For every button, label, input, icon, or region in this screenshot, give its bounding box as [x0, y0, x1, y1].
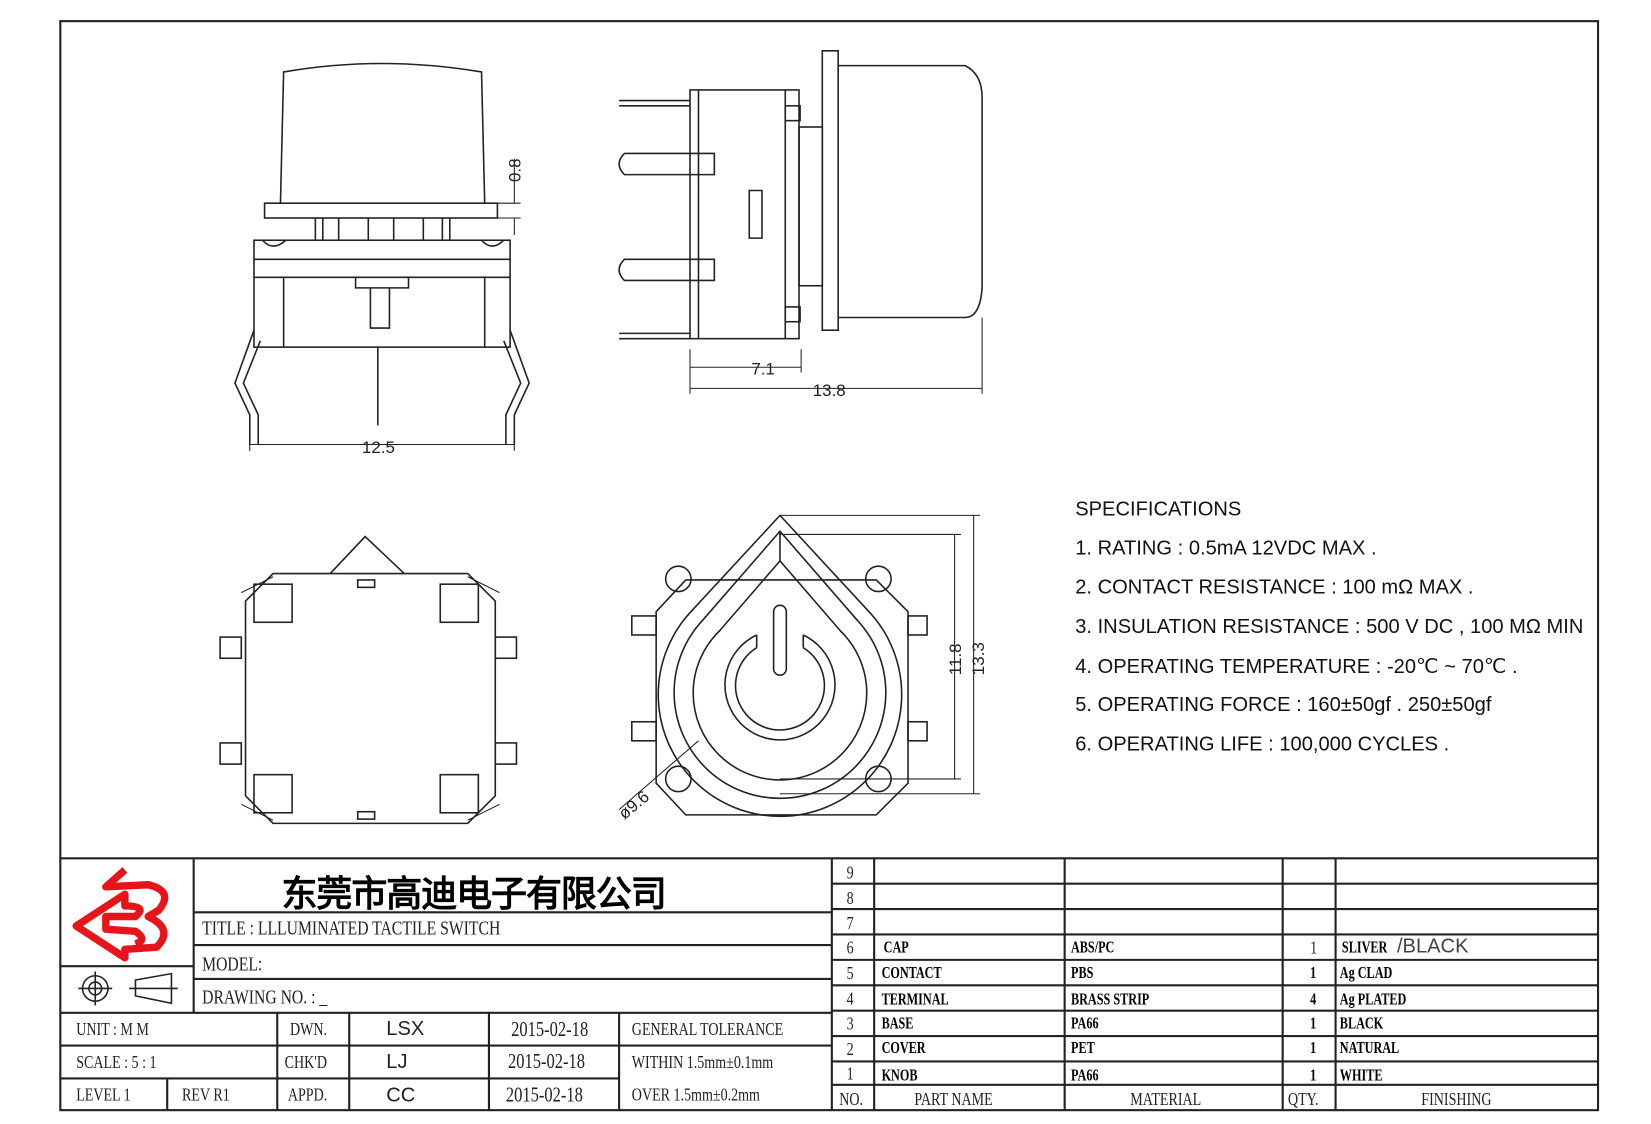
spec-item: 2. CONTACT RESISTANCE : 100 mΩ MAX .	[1075, 576, 1474, 599]
drawn-date: 2015-02-18	[511, 1018, 589, 1042]
checked-date: 2015-02-18	[507, 1049, 586, 1074]
material: PA66	[1070, 1066, 1099, 1085]
company-logo	[72, 867, 169, 962]
projection-symbol-icon	[78, 971, 178, 1006]
header-part-name: PART NAME	[914, 1088, 993, 1110]
finishing: NATURAL	[1339, 1039, 1400, 1058]
dim-diameter: ø9.6	[615, 787, 653, 823]
specifications-heading: SPECIFICATIONS	[1075, 498, 1242, 521]
rev-field: REV R1	[182, 1084, 230, 1105]
row-no: 3	[846, 1013, 854, 1034]
row-no: 7	[846, 913, 854, 934]
dim-front-width: 12.5	[362, 438, 395, 457]
tolerance-label: GENERAL TOLERANCE	[631, 1019, 784, 1040]
finishing: Ag CLAD	[1339, 964, 1393, 983]
company-name: 东莞市高迪电子有限公司	[281, 873, 667, 916]
dim-side-body: 7.1	[751, 360, 775, 379]
spec-item: 3. INSULATION RESISTANCE : 500 V DC , 10…	[1075, 615, 1584, 639]
dim-side-total: 13.8	[813, 381, 846, 400]
title-block-grid	[60, 857, 1599, 1111]
header-finishing: FINISHING	[1421, 1088, 1492, 1110]
dim-top-inner: 11.8	[946, 644, 965, 676]
row-no: 1	[846, 1063, 854, 1084]
tolerance-over: OVER 1.5mm±0.2mm	[631, 1084, 760, 1105]
quantity: 1	[1310, 1014, 1317, 1033]
header-qty: QTY.	[1287, 1088, 1319, 1110]
checked-label: CHK'D	[284, 1051, 327, 1073]
spec-item: 5. OPERATING FORCE : 160±50gf . 250±50gf	[1075, 694, 1492, 717]
spec-item: 1. RATING : 0.5mA 12VDC MAX .	[1075, 537, 1377, 560]
scale-field: SCALE : 5 : 1	[76, 1051, 157, 1073]
approved-date: 2015-02-18	[505, 1083, 583, 1107]
row-no: 4	[846, 988, 854, 1009]
finishing: WHITE	[1339, 1066, 1383, 1085]
finishing: Ag PLATED	[1339, 990, 1407, 1009]
part-name: KNOB	[881, 1066, 918, 1085]
level-field: LEVEL 1	[76, 1084, 131, 1105]
approved-by: CC	[386, 1084, 416, 1107]
material: BRASS STRIP	[1070, 990, 1150, 1009]
tolerance-within: WITHIN 1.5mm±0.1mm	[631, 1051, 774, 1073]
finishing: SLIVER	[1341, 938, 1388, 957]
quantity: 1	[1310, 1039, 1317, 1058]
unit-field: UNIT : M M	[76, 1019, 149, 1040]
drawing-number-field: DRAWING NO. : _	[202, 986, 328, 1009]
side-view: 7.1 13.8	[618, 50, 983, 400]
approved-label: APPD.	[287, 1084, 328, 1105]
checked-by: LJ	[386, 1050, 408, 1074]
part-name: COVER	[881, 1039, 926, 1058]
drawing-title: TITLE : LLLUMINATED TACTILE SWITCH	[202, 917, 501, 940]
spec-item: 6. OPERATING LIFE : 100,000 CYCLES .	[1075, 733, 1450, 756]
material: PET	[1070, 1039, 1095, 1058]
drawn-label: DWN.	[289, 1019, 328, 1040]
sheet-border	[59, 20, 1600, 1112]
part-name: CAP	[883, 938, 909, 957]
row-no: 6	[846, 937, 854, 958]
header-material: MATERIAL	[1130, 1088, 1202, 1110]
dim-flange-gap: 0.8	[506, 158, 525, 182]
part-name: BASE	[881, 1014, 914, 1033]
part-name: TERMINAL	[881, 990, 949, 1009]
finishing: BLACK	[1339, 1014, 1384, 1033]
bottom-view	[219, 535, 518, 825]
dim-top-outer: 13.3	[969, 642, 988, 675]
material: PBS	[1070, 964, 1094, 983]
spec-item: 4. OPERATING TEMPERATURE : -20℃ ~ 70℃ .	[1075, 656, 1518, 679]
material: ABS/PC	[1070, 938, 1115, 957]
row-no: 9	[846, 862, 854, 883]
quantity: 1	[1310, 964, 1317, 983]
quantity: 1	[1310, 1066, 1317, 1085]
front-view: 12.5 0.8	[234, 62, 531, 457]
row-no: 5	[846, 963, 854, 984]
header-no: NO.	[839, 1088, 864, 1110]
quantity: 1	[1310, 937, 1318, 958]
material: PA66	[1070, 1014, 1099, 1033]
row-no: 8	[846, 887, 854, 909]
part-name: CONTACT	[881, 964, 942, 983]
model-field: MODEL:	[202, 953, 263, 976]
quantity: 4	[1310, 990, 1317, 1009]
top-view: 11.8 13.3 ø9.6	[615, 514, 988, 823]
finishing-extra: /BLACK	[1396, 935, 1469, 958]
drawn-by: LSX	[386, 1018, 425, 1041]
row-no: 2	[846, 1039, 854, 1060]
